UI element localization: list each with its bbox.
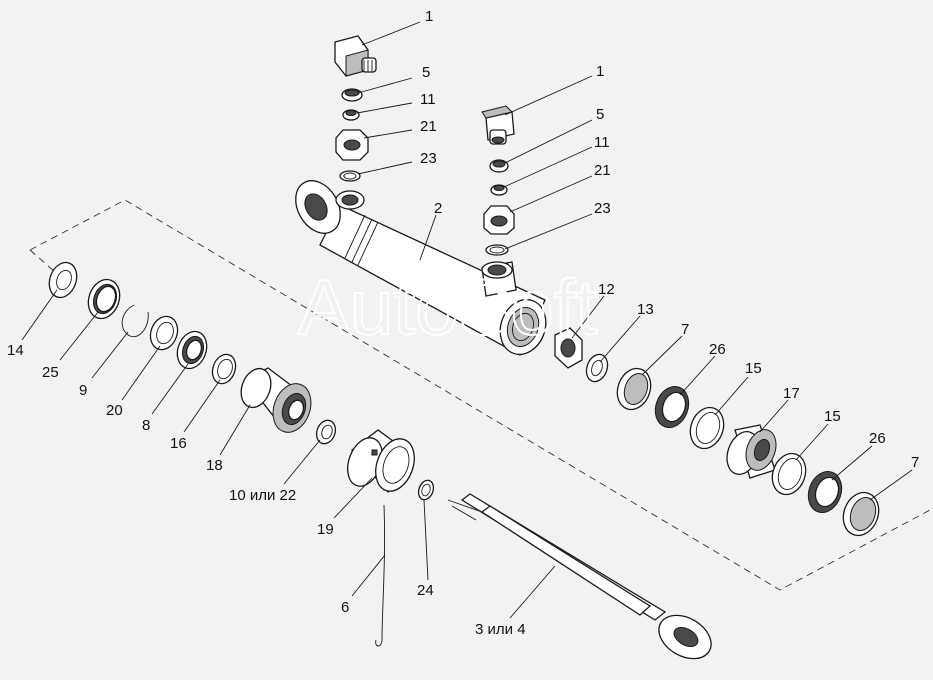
wire-6 bbox=[375, 504, 385, 647]
gland-18 bbox=[240, 367, 312, 434]
ring-26-a bbox=[654, 386, 690, 428]
label-5-left: 5 bbox=[422, 64, 430, 81]
label-1-left: 1 bbox=[425, 8, 433, 25]
label-13: 13 bbox=[637, 301, 654, 318]
label-18: 18 bbox=[206, 457, 223, 474]
ring-23-right bbox=[485, 244, 509, 256]
label-7-b: 7 bbox=[911, 454, 919, 471]
assembly-dashed-line bbox=[29, 199, 931, 591]
ring-20 bbox=[149, 315, 179, 351]
seal-8 bbox=[176, 330, 208, 370]
snap-ring-9 bbox=[121, 304, 149, 338]
washer-5-right bbox=[489, 159, 509, 173]
nut-21-right bbox=[483, 205, 515, 235]
label-6: 6 bbox=[341, 599, 349, 616]
ring-26-b bbox=[807, 471, 843, 513]
label-23-right: 23 bbox=[594, 200, 611, 217]
label-7-a: 7 bbox=[681, 321, 689, 338]
label-23-left: 23 bbox=[420, 150, 437, 167]
part-labels: 1 5 11 21 23 1 5 11 21 23 2 12 13 7 26 1… bbox=[7, 8, 919, 638]
ring-16 bbox=[211, 353, 237, 385]
label-17: 17 bbox=[783, 385, 800, 402]
bushing-10-22 bbox=[315, 419, 337, 445]
washer-13 bbox=[585, 353, 609, 383]
label-19: 19 bbox=[317, 521, 334, 538]
label-15-b: 15 bbox=[824, 408, 841, 425]
nut-19 bbox=[347, 429, 415, 494]
label-11-right: 11 bbox=[594, 134, 610, 151]
label-26-b: 26 bbox=[869, 430, 886, 447]
label-24: 24 bbox=[417, 582, 434, 599]
washer-5-left bbox=[341, 88, 363, 102]
label-16: 16 bbox=[170, 435, 187, 452]
fitting-elbow-right bbox=[481, 105, 515, 145]
label-10-or-22: 10 или 22 bbox=[229, 487, 296, 504]
seal-7-b bbox=[842, 491, 880, 537]
leader-lines bbox=[21, 21, 913, 619]
label-12: 12 bbox=[598, 281, 615, 298]
label-15-a: 15 bbox=[745, 360, 762, 377]
assembly-dashed-line-end bbox=[29, 249, 56, 273]
washer-11-left bbox=[342, 109, 360, 121]
piston-17 bbox=[726, 424, 777, 479]
nut-14 bbox=[48, 261, 78, 299]
label-14: 14 bbox=[7, 342, 24, 359]
cylinder-body bbox=[295, 180, 547, 356]
nut-12 bbox=[554, 327, 583, 369]
o-ring-24 bbox=[417, 479, 435, 501]
ring-15-b bbox=[771, 452, 807, 496]
washer-11-right bbox=[490, 184, 508, 196]
label-21-left: 21 bbox=[420, 118, 437, 135]
ring-25 bbox=[87, 278, 121, 320]
ring-15-a bbox=[689, 406, 725, 450]
label-20: 20 bbox=[106, 402, 123, 419]
label-2: 2 bbox=[434, 200, 442, 217]
label-26-a: 26 bbox=[709, 341, 726, 358]
fitting-elbow-left bbox=[334, 35, 377, 77]
ring-23-left bbox=[339, 170, 361, 182]
label-3-or-4: 3 или 4 bbox=[475, 621, 526, 638]
label-25: 25 bbox=[42, 364, 59, 381]
label-8: 8 bbox=[142, 417, 150, 434]
label-1-right: 1 bbox=[596, 63, 604, 80]
label-11-left: 11 bbox=[420, 91, 436, 108]
watermark: AutoSoft bbox=[298, 263, 598, 351]
label-9: 9 bbox=[79, 382, 87, 399]
label-21-right: 21 bbox=[594, 162, 611, 179]
nut-21-left bbox=[335, 129, 369, 161]
label-5-right: 5 bbox=[596, 106, 604, 123]
seal-7-a bbox=[616, 367, 652, 411]
piston-rod bbox=[447, 493, 712, 660]
